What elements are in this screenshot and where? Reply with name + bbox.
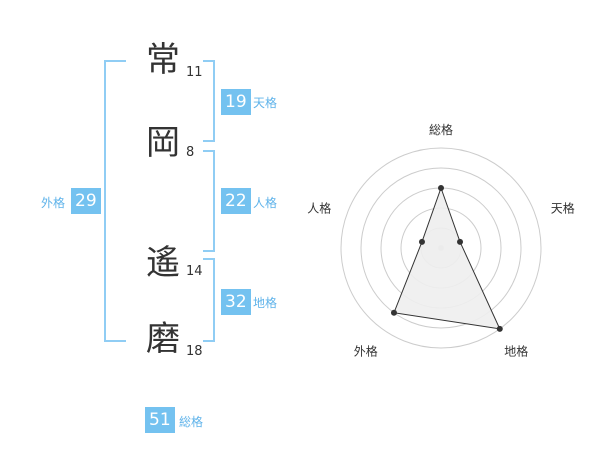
jinkaku-value: 22 xyxy=(221,188,251,214)
stroke-count-1: 11 xyxy=(186,65,203,80)
radar-label-人格: 人格 xyxy=(307,200,331,215)
radar-ring xyxy=(360,167,522,329)
soukaku-value: 51 xyxy=(145,407,175,433)
radar-point-人格 xyxy=(418,238,425,245)
radar-points xyxy=(390,185,503,332)
radar-polygon xyxy=(393,186,501,330)
radar-label-外格: 外格 xyxy=(354,344,378,359)
radar-label-地格: 地格 xyxy=(504,344,528,359)
radar-point-総格 xyxy=(438,185,444,191)
name-char-2: 岡 xyxy=(146,123,180,163)
tenkaku-label: 天格 xyxy=(253,96,278,110)
stroke-count-2: 8 xyxy=(186,145,195,160)
radar-ring xyxy=(340,147,542,349)
chikaku-label: 地格 xyxy=(253,296,278,310)
soukaku-label: 総格 xyxy=(179,415,204,429)
jinkaku-label: 人格 xyxy=(253,196,278,210)
radar-label-天格: 天格 xyxy=(551,200,575,215)
gaikaku-value: 29 xyxy=(71,188,101,214)
radar-point-地格 xyxy=(496,325,503,332)
tenkaku-value: 19 xyxy=(221,89,251,115)
chikaku-value: 32 xyxy=(221,289,251,315)
name-char-4: 磨 xyxy=(146,319,180,359)
name-char-1: 常 xyxy=(146,40,180,80)
gaikaku-bracket xyxy=(104,60,126,342)
stroke-count-4: 18 xyxy=(186,344,203,359)
radar-point-天格 xyxy=(457,238,464,245)
tenkaku-bracket xyxy=(203,60,215,142)
name-char-3: 遙 xyxy=(146,243,180,283)
jinkaku-bracket xyxy=(203,150,215,252)
stroke-count-3: 14 xyxy=(186,264,203,279)
gaikaku-label: 外格 xyxy=(41,196,66,210)
radar-label-総格: 総格 xyxy=(429,122,453,137)
radar-point-外格 xyxy=(390,309,397,316)
chikaku-bracket xyxy=(203,258,215,342)
